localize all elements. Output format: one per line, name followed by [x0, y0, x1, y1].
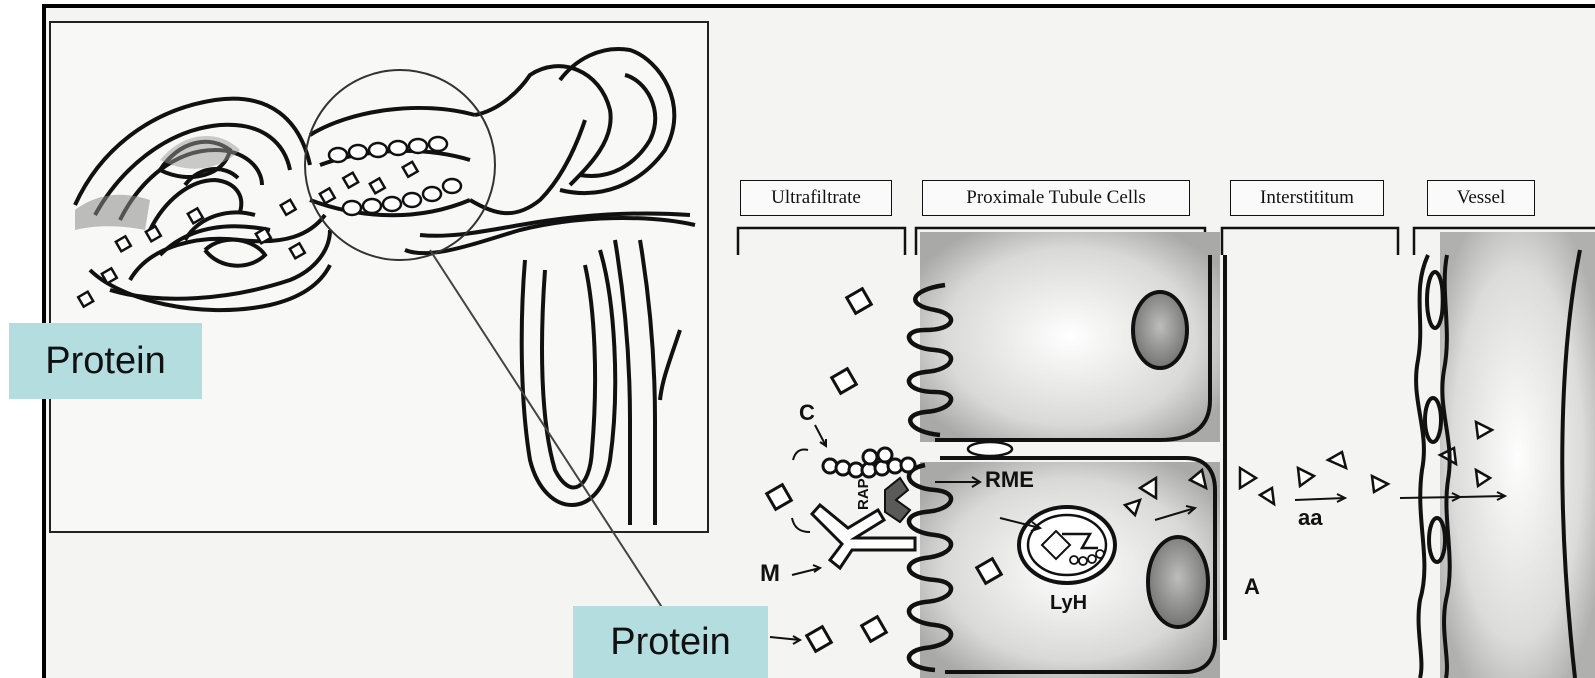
lysosome [1019, 507, 1115, 583]
rap-protein [885, 478, 910, 522]
marker-m: M [760, 560, 780, 588]
marker-a: A [1244, 574, 1260, 600]
cubilin-chain [823, 448, 915, 477]
header-ultrafiltrate: Ultrafiltrate [740, 180, 892, 216]
header-interstitium: Interstititum [1230, 180, 1384, 216]
header-vessel: Vessel [1427, 180, 1535, 216]
upper-nucleus [1133, 292, 1187, 368]
marker-rap: RAP [855, 478, 872, 510]
marker-rme: RME [985, 467, 1034, 493]
marker-c: C [799, 400, 815, 426]
tight-junction [968, 442, 1012, 456]
header-proximal-tubule-cells: Proximale Tubule Cells [922, 180, 1190, 216]
protein-callout-left: Protein [9, 323, 202, 399]
protein-callout-bottom: Protein [573, 606, 768, 678]
marker-aa: aa [1298, 505, 1322, 531]
marker-lyh: LyH [1050, 592, 1087, 615]
lower-nucleus [1148, 537, 1208, 627]
